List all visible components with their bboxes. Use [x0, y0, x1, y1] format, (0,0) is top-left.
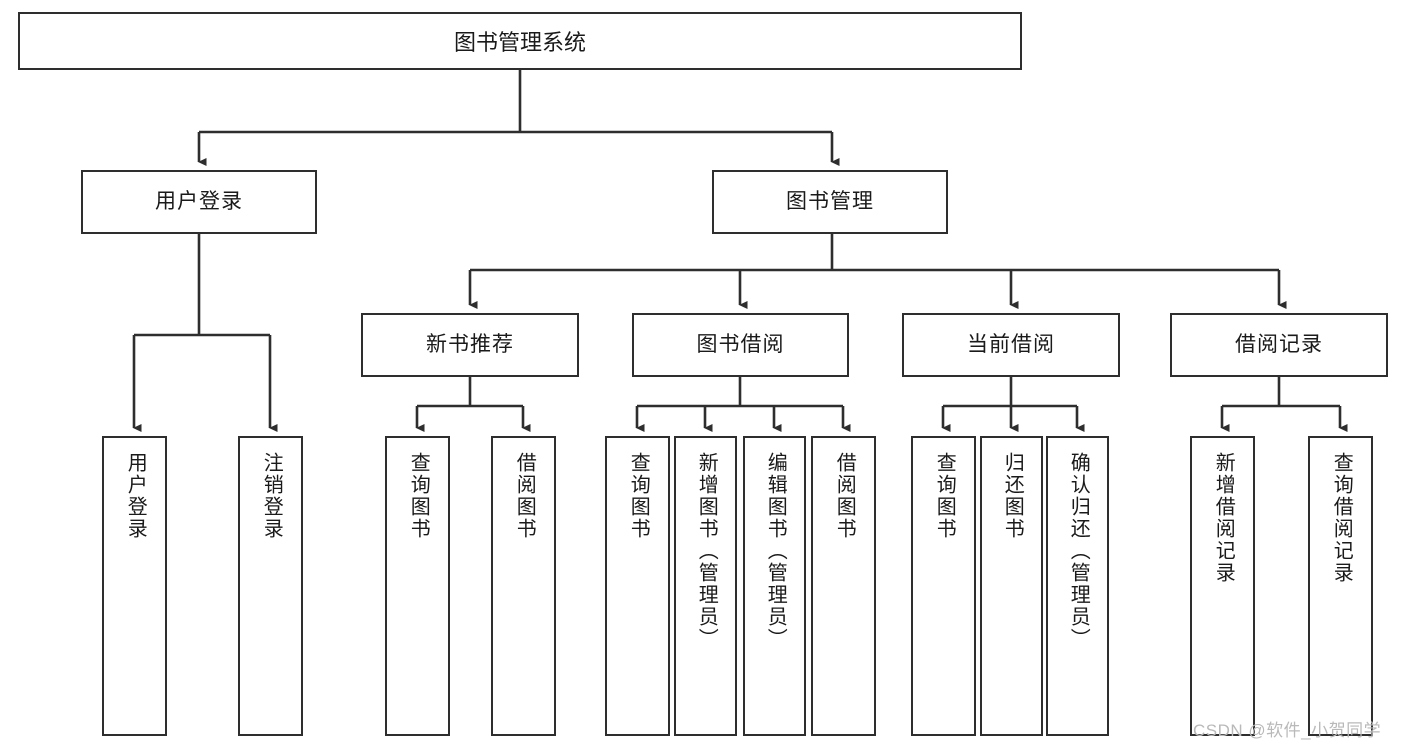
node-label: 确认归还（管理员） — [1067, 452, 1090, 650]
node-label: 编辑图书（管理员） — [764, 452, 787, 650]
node-label: 新书推荐 — [426, 333, 514, 357]
node-label: 借阅图书 — [513, 452, 536, 540]
node-book-borrow[interactable]: 图书借阅 — [632, 313, 849, 377]
node-label: 查询图书 — [933, 452, 956, 540]
node-label: 新增借阅记录 — [1212, 452, 1235, 584]
node-label: 图书借阅 — [696, 333, 785, 357]
node-label: 注销登录 — [260, 452, 283, 540]
node-leaf-query-record[interactable]: 查询借阅记录 — [1308, 436, 1373, 736]
node-leaf-add-book[interactable]: 新增图书（管理员） — [674, 436, 737, 736]
node-label: 图书管理 — [786, 190, 874, 214]
node-leaf-return-book[interactable]: 归还图书 — [980, 436, 1043, 736]
node-leaf-user-login[interactable]: 用户登录 — [102, 436, 167, 736]
node-label: 用户登录 — [124, 452, 147, 540]
node-book-management[interactable]: 图书管理 — [712, 170, 948, 234]
node-label: 查询图书 — [627, 452, 650, 540]
node-label: 归还图书 — [1001, 452, 1024, 540]
node-new-book-recommend[interactable]: 新书推荐 — [361, 313, 579, 377]
node-label: 用户登录 — [155, 190, 243, 214]
node-label: 新增图书（管理员） — [695, 452, 718, 650]
node-user-login[interactable]: 用户登录 — [81, 170, 317, 234]
csdn-watermark: CSDN @软件_小贺同学 — [1193, 721, 1382, 740]
node-borrow-record[interactable]: 借阅记录 — [1170, 313, 1388, 377]
node-label: 图书管理系统 — [453, 30, 586, 55]
node-leaf-borrow-book-2[interactable]: 借阅图书 — [811, 436, 876, 736]
node-label: 借阅图书 — [833, 452, 856, 540]
node-leaf-logout[interactable]: 注销登录 — [238, 436, 303, 736]
node-leaf-confirm-return[interactable]: 确认归还（管理员） — [1046, 436, 1109, 736]
node-leaf-borrow-book-1[interactable]: 借阅图书 — [491, 436, 556, 736]
node-leaf-query-book-1[interactable]: 查询图书 — [385, 436, 450, 736]
node-label: 查询借阅记录 — [1330, 452, 1353, 584]
node-leaf-add-record[interactable]: 新增借阅记录 — [1190, 436, 1255, 736]
node-leaf-query-book-3[interactable]: 查询图书 — [911, 436, 976, 736]
node-current-borrow[interactable]: 当前借阅 — [902, 313, 1120, 377]
node-leaf-edit-book[interactable]: 编辑图书（管理员） — [743, 436, 806, 736]
node-label: 查询图书 — [407, 452, 430, 540]
node-root-system[interactable]: 图书管理系统 — [18, 12, 1022, 70]
node-label: 借阅记录 — [1235, 333, 1323, 357]
node-label: 当前借阅 — [967, 333, 1055, 357]
node-leaf-query-book-2[interactable]: 查询图书 — [605, 436, 670, 736]
